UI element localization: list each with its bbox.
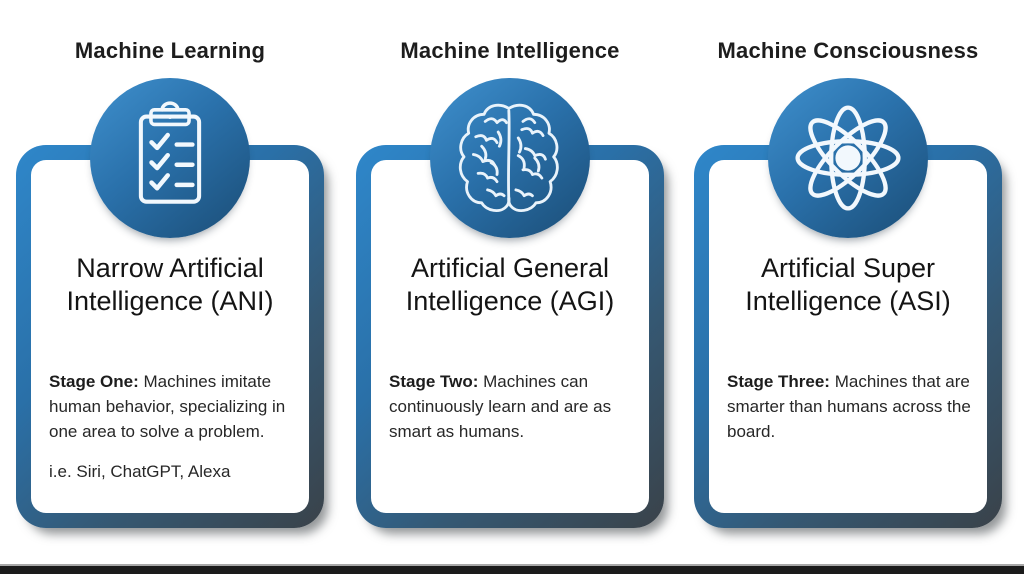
agi-stage-lead: Stage Two: (389, 372, 479, 391)
stage-category-label-asi: Machine Consciousness (717, 38, 979, 63)
ani-card-example: i.e. Siri, ChatGPT, Alexa (49, 462, 231, 481)
asi-column: Machine Consciousness Artificial Super I… (694, 0, 1002, 574)
asi-card: Artificial Super Intelligence (ASI) Stag… (694, 145, 1002, 528)
clipboard-checklist-icon (138, 101, 202, 204)
agi-card: Artificial General Intelligence (AGI) St… (356, 145, 664, 528)
asi-card-title: Artificial Super Intelligence (ASI) (745, 253, 951, 316)
agi-stage-text: Machines can continuously learn and are … (389, 372, 612, 441)
ani-card-title: Narrow Artificial Intelligence (ANI) (66, 253, 274, 316)
ani-stage-lead: Stage One: (49, 372, 139, 391)
asi-icon-circle (768, 78, 928, 238)
agi-card-title: Artificial General Intelligence (AGI) (405, 253, 615, 316)
ani-icon-circle (90, 78, 250, 238)
stage-category-label-ani: Machine Learning (74, 38, 266, 63)
agi-card-description: Stage Two: Machines can continuously lea… (389, 369, 639, 444)
asi-stage-lead: Stage Three: (727, 372, 830, 391)
ani-column: Machine Learning Narrow Artificial Intel… (16, 0, 324, 574)
atom-icon (795, 105, 901, 211)
stage-category-label-agi: Machine Intelligence (400, 38, 620, 63)
agi-column: Machine Intelligence Artificial General … (356, 0, 664, 574)
ani-card-description: Stage One: Machines imitate human behavi… (49, 369, 299, 444)
asi-stage-text: Machines that are smarter than humans ac… (727, 372, 971, 441)
ani-stage-text: Machines imitate human behavior, special… (49, 372, 286, 441)
agi-icon-circle (430, 78, 590, 238)
asi-card-description: Stage Three: Machines that are smarter t… (727, 369, 977, 444)
brain-icon (458, 103, 559, 212)
bottom-bar (0, 564, 1024, 574)
